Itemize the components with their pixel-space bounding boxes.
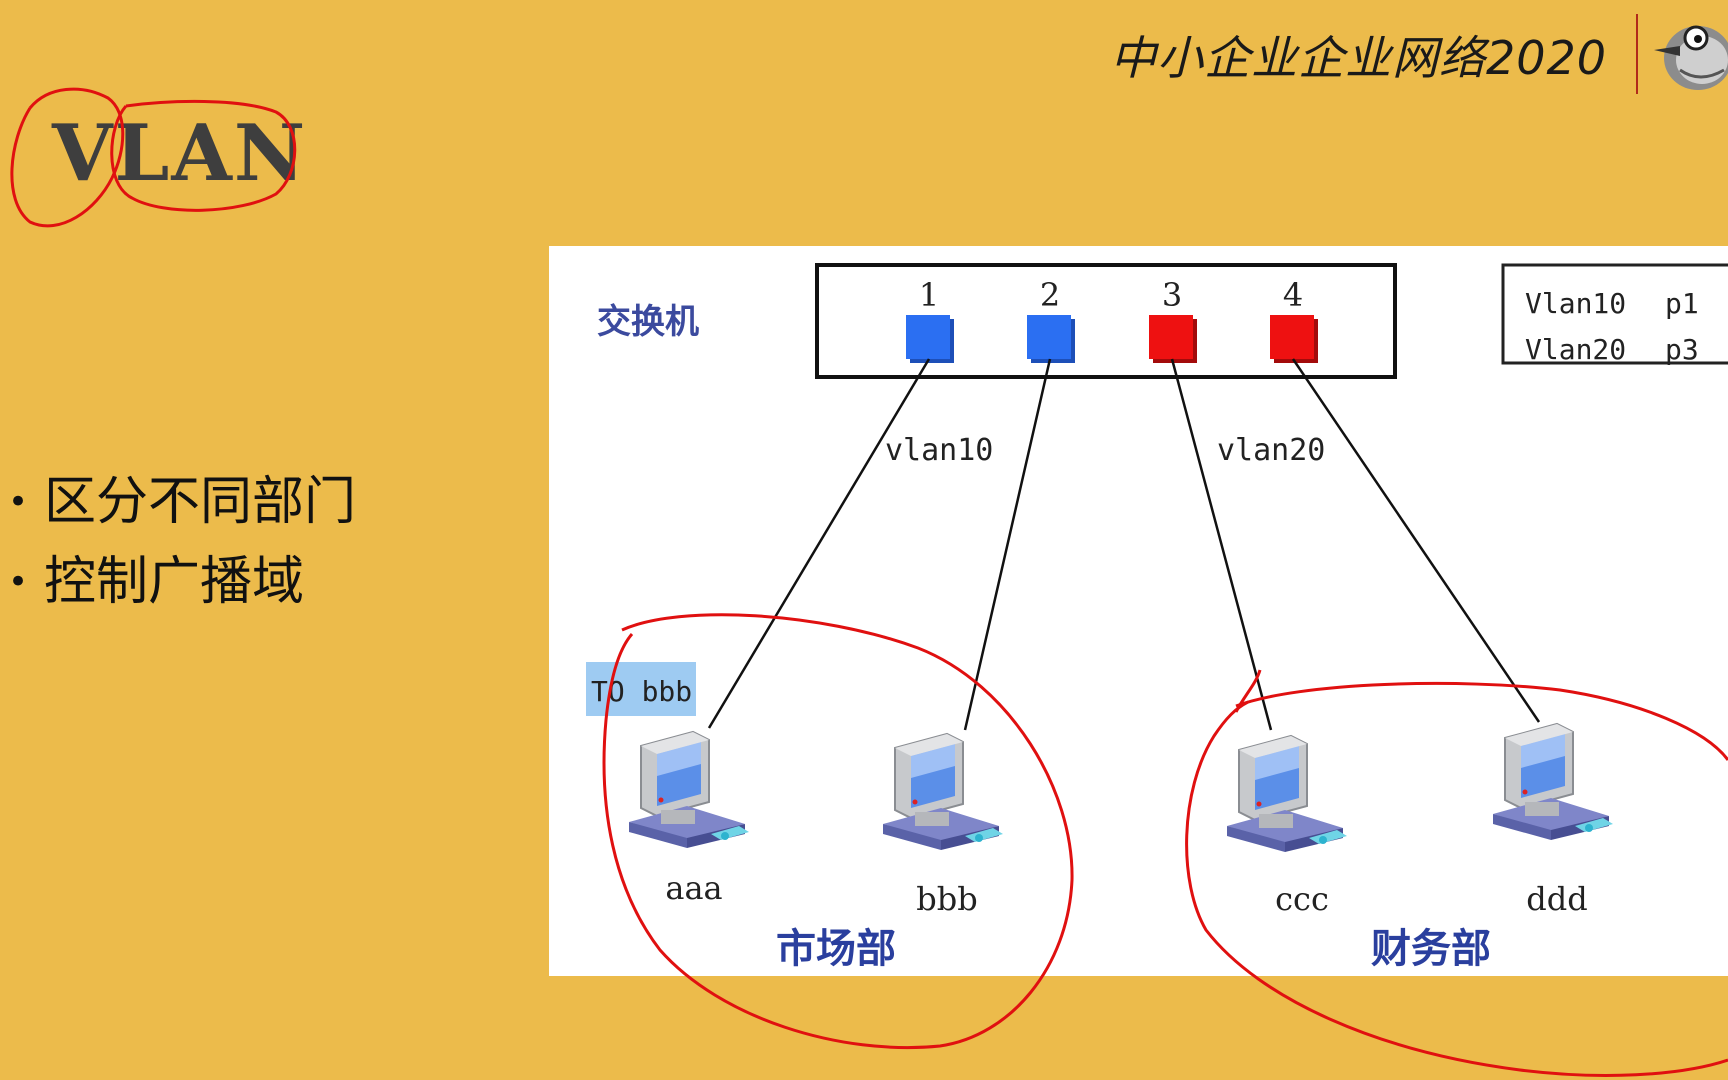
bullet-text: 控制广播域 bbox=[44, 552, 305, 612]
computer-name: aaa bbox=[665, 869, 722, 907]
computer-name: bbb bbox=[916, 880, 977, 918]
computer-name: ccc bbox=[1275, 880, 1329, 918]
vlan-diagram-canvas: 交换机 1 2 3 4 Vlan10 p1 Vlan20 p3 vlan10 v… bbox=[586, 263, 1728, 972]
vlan-table-port: p1 bbox=[1665, 287, 1699, 320]
bullet-dot-icon: • bbox=[8, 482, 29, 522]
link-port2-bbb bbox=[963, 358, 1052, 731]
slide-title: VLAN bbox=[52, 108, 308, 199]
vlan-table-vlan: Vlan20 bbox=[1525, 333, 1626, 366]
vlan-diagram: 交换机 1 2 3 4 Vlan10 p1 Vlan20 p3 vlan10 v… bbox=[549, 246, 1728, 976]
port-number: 1 bbox=[919, 276, 939, 314]
header-divider bbox=[1636, 14, 1638, 94]
computer-ccc-icon bbox=[1226, 735, 1348, 853]
port-number: 4 bbox=[1283, 276, 1303, 314]
port-number: 2 bbox=[1040, 276, 1060, 314]
switch-label: 交换机 bbox=[597, 302, 699, 342]
link-label-vlan10: vlan10 bbox=[885, 433, 993, 468]
port-4-icon bbox=[1270, 315, 1318, 363]
bullet-list: • 区分不同部门 • 控制广播域 bbox=[0, 462, 356, 622]
vlan-table-vlan: Vlan10 bbox=[1525, 287, 1626, 320]
link-port1-aaa bbox=[707, 358, 931, 729]
department-label-marketing: 市场部 bbox=[776, 926, 896, 972]
bullet-text: 区分不同部门 bbox=[44, 472, 357, 532]
port-3-icon bbox=[1149, 315, 1197, 363]
vlan-table-port: p3 bbox=[1665, 333, 1699, 366]
bullet-dot-icon: • bbox=[8, 562, 29, 602]
bullet-item: • 区分不同部门 bbox=[0, 462, 356, 542]
link-port3-ccc bbox=[1170, 358, 1273, 731]
link-label-vlan20: vlan20 bbox=[1217, 433, 1325, 468]
port-1-icon bbox=[906, 315, 954, 363]
vlan-table-box bbox=[1501, 263, 1728, 365]
computer-aaa-icon bbox=[628, 731, 750, 849]
computer-bbb-icon bbox=[882, 733, 1004, 851]
course-title: 中小企业企业网络2020 bbox=[1110, 31, 1608, 85]
bullet-item: • 控制广播域 bbox=[0, 542, 356, 622]
link-port4-ddd bbox=[1291, 358, 1541, 723]
mascot-logo bbox=[1654, 25, 1728, 90]
port-number: 3 bbox=[1162, 276, 1182, 314]
department-label-finance: 财务部 bbox=[1371, 926, 1491, 972]
computer-ddd-icon bbox=[1492, 723, 1614, 841]
switch-box bbox=[815, 263, 1397, 379]
computer-name: ddd bbox=[1526, 880, 1587, 918]
port-2-icon bbox=[1027, 315, 1075, 363]
to-label: TO bbb bbox=[591, 675, 692, 708]
